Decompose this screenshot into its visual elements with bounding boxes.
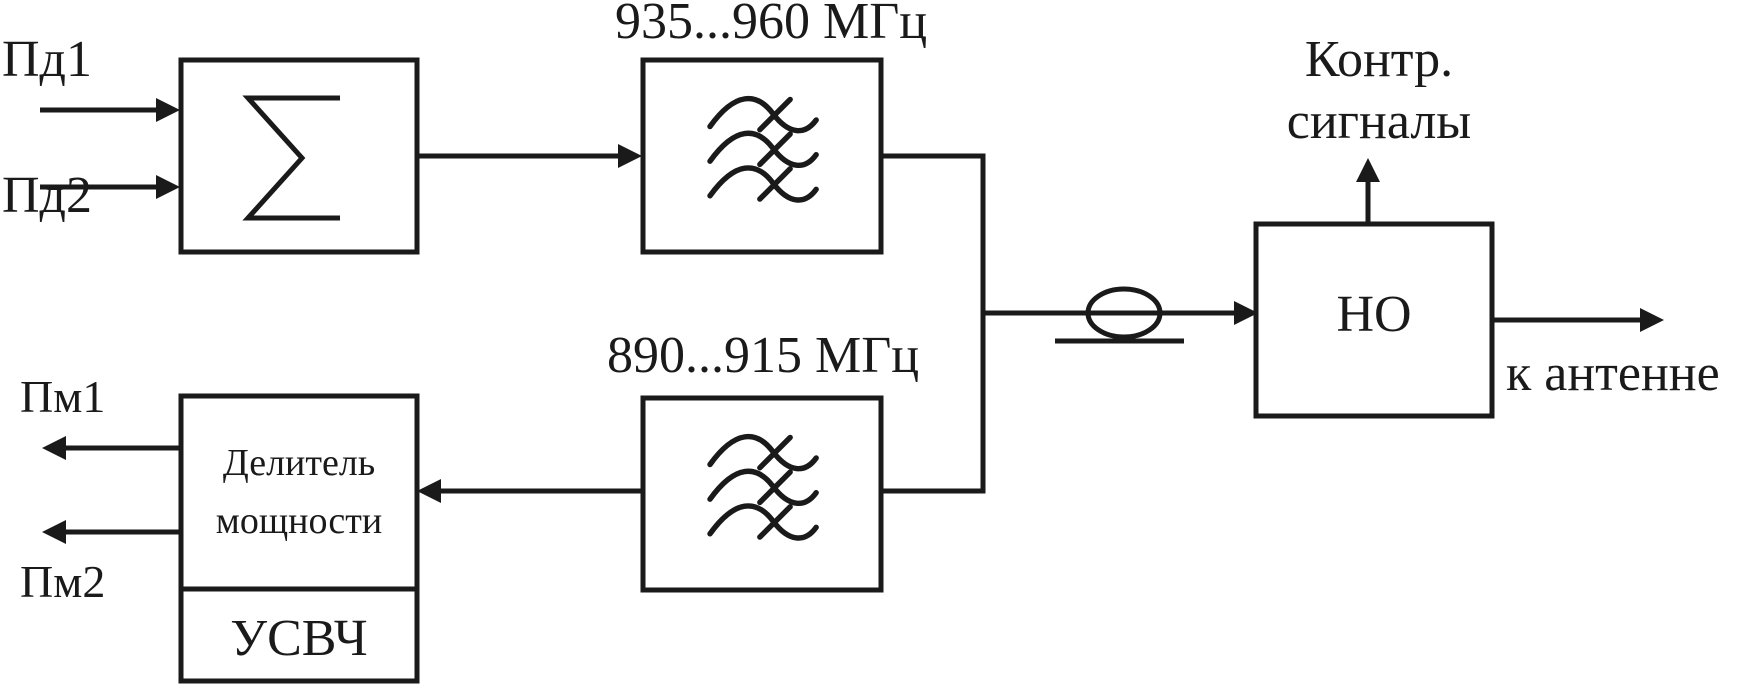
amplifier-label: УСВЧ: [230, 610, 367, 667]
splitter-amplifier-block: [178, 393, 420, 684]
splitter-label-line2: мощности: [216, 500, 382, 542]
rx-band-label: 890...915 МГц: [607, 327, 919, 384]
filter-junction: [881, 153, 1258, 494]
tx-bandpass-filter: [640, 57, 884, 255]
input-pd2-label: Пд2: [2, 167, 92, 224]
antenna-label: к антенне: [1506, 345, 1720, 402]
sum-to-filter-arrow: [417, 144, 642, 168]
input-pd1-label: Пд1: [2, 31, 92, 88]
control-signals-label-line2: сигналы: [1287, 93, 1472, 150]
output-pm2-label: Пм2: [20, 556, 105, 607]
output-pm1-arrow: [42, 436, 181, 460]
rx-bandpass-filter: [640, 395, 884, 593]
control-signal-arrow: [1356, 158, 1380, 224]
circulator-loop-icon: [1055, 286, 1184, 344]
coupler-label: НО: [1336, 286, 1411, 343]
tx-band-label: 935...960 МГц: [615, 0, 927, 50]
control-signals-label-line1: Контр.: [1305, 31, 1453, 88]
summation-icon: [242, 95, 340, 221]
splitter-label-line1: Делитель: [223, 442, 375, 484]
output-pm2-arrow: [42, 520, 181, 544]
input-pd1-arrow: [40, 98, 180, 122]
coupler-block: [1253, 221, 1495, 419]
input-pd2-arrow: [40, 175, 180, 199]
filter-to-splitter-arrow: [417, 479, 643, 503]
output-pm1-label: Пм1: [20, 371, 105, 422]
antenna-output-arrow: [1492, 308, 1664, 332]
